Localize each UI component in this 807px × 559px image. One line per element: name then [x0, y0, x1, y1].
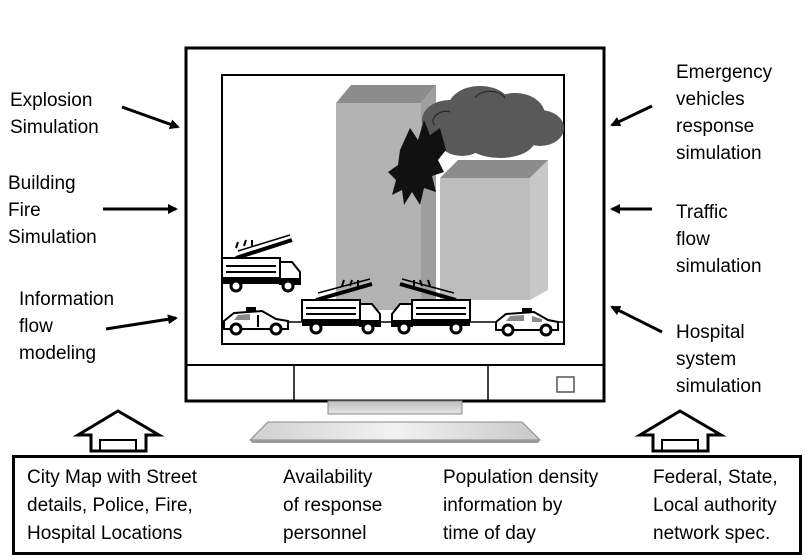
input-personnel: Availability of response personnel — [283, 464, 382, 548]
input-population-density: Population density information by time o… — [443, 464, 598, 548]
input-line: time of day — [443, 523, 536, 544]
explosion-simulation-label: Explosion Simulation — [10, 87, 99, 141]
emergency-vehicles-label: Emergency vehicles response simulation — [676, 59, 772, 167]
police-car-icon — [495, 308, 559, 337]
hollow-up-arrow-icon — [72, 409, 165, 453]
explosion-icon — [388, 120, 446, 205]
building-fire-simulation-label: Building Fire Simulation — [8, 170, 97, 251]
input-line: Availability — [283, 467, 373, 488]
monitor-neck — [327, 400, 463, 415]
fire-truck-icon — [221, 234, 301, 293]
label-line: Fire — [8, 200, 41, 221]
input-line: personnel — [283, 523, 367, 544]
info-arrow-icon — [105, 314, 178, 331]
input-city-map: City Map with Street details, Police, Fi… — [27, 464, 197, 548]
label-line: Explosion — [10, 90, 93, 111]
emergency-arrow-icon — [610, 104, 653, 127]
input-line: Local authority — [653, 495, 777, 516]
information-flow-modeling-label: Information flow modeling — [19, 286, 114, 367]
short-building — [440, 178, 530, 300]
label-line: modeling — [19, 343, 97, 364]
traffic-flow-label: Traffic flow simulation — [676, 199, 762, 280]
smoke-cloud-icon — [422, 86, 564, 158]
label-line: system — [676, 349, 737, 370]
label-line: Hospital — [676, 322, 745, 343]
input-line: City Map with Street — [27, 467, 197, 488]
inputs-panel: City Map with Street details, Police, Fi… — [12, 455, 802, 555]
input-line: Population density — [443, 467, 599, 488]
label-line: Traffic — [676, 202, 728, 223]
label-line: Simulation — [8, 227, 97, 248]
hollow-up-arrow-icon — [634, 409, 727, 453]
power-button — [556, 376, 575, 393]
police-car-icon — [223, 307, 289, 336]
fire-truck-icon — [391, 278, 471, 335]
label-line: simulation — [676, 143, 762, 164]
label-line: simulation — [676, 256, 762, 277]
input-line: information by — [443, 495, 563, 516]
label-line: flow — [19, 316, 53, 337]
hospital-system-label: Hospital system simulation — [676, 319, 762, 400]
label-line: response — [676, 116, 755, 137]
side-arrows — [103, 104, 663, 334]
label-line: Building — [8, 173, 76, 194]
label-line: Simulation — [10, 117, 99, 138]
input-line: of response — [283, 495, 383, 516]
buildings — [336, 85, 548, 310]
monitor-base — [248, 421, 542, 441]
hospital-arrow-icon — [610, 305, 663, 334]
label-line: flow — [676, 229, 710, 250]
input-line: Hospital Locations — [27, 523, 183, 544]
label-line: vehicles — [676, 89, 745, 110]
input-line: Federal, State, — [653, 467, 778, 488]
label-line: Emergency — [676, 62, 773, 83]
explosion-arrow-icon — [121, 105, 180, 130]
fire-truck-icon — [301, 278, 381, 335]
input-line: details, Police, Fire, — [27, 495, 193, 516]
input-authority-network: Federal, State, Local authority network … — [653, 464, 778, 548]
label-line: Information — [19, 289, 115, 310]
label-line: simulation — [676, 376, 762, 397]
input-line: network spec. — [653, 523, 771, 544]
